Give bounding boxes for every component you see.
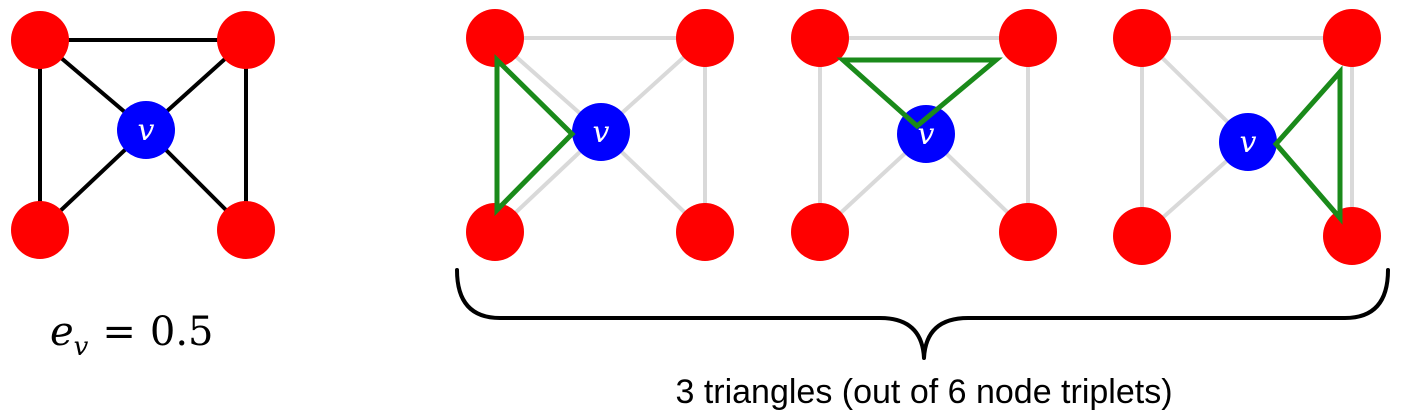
node-bottom-left (466, 203, 524, 261)
caption: 3 triangles (out of 6 node triplets) (675, 373, 1172, 411)
curly-brace (455, 268, 1390, 360)
node-top-right (1323, 9, 1381, 67)
node-bottom-right (217, 201, 275, 259)
node-bottom-right (676, 203, 734, 261)
formula-base: e (50, 309, 74, 355)
triangle-panel-3: v (1113, 9, 1381, 265)
node-bottom-left (11, 201, 69, 259)
center-node-label: v (138, 113, 155, 148)
node-top-right (217, 11, 275, 69)
center-node (1219, 113, 1277, 171)
main-graph: v (11, 11, 275, 259)
node-top-right (999, 9, 1057, 67)
node-bottom-right (1323, 207, 1381, 265)
formula: ev = 0.5 (50, 309, 214, 362)
triangle-panel-1: v (466, 9, 734, 261)
node-bottom-left (1113, 207, 1171, 265)
formula-equals: = (102, 309, 136, 355)
node-bottom-left (791, 203, 849, 261)
highlighted-triangle (1272, 65, 1343, 225)
center-node-label: v (593, 115, 610, 150)
node-top-right (676, 9, 734, 67)
center-node (572, 103, 630, 161)
center-node-label: v (918, 117, 935, 152)
triangle-panel-2: v (791, 9, 1057, 261)
node-top-left (1113, 9, 1171, 67)
center-node-label: v (1240, 125, 1257, 160)
highlighted-triangle (494, 54, 576, 217)
node-top-left (791, 9, 849, 67)
node-top-left (11, 11, 69, 69)
highlighted-triangle (836, 57, 1003, 130)
main-nodes (11, 11, 275, 259)
formula-value: 0.5 (150, 309, 214, 355)
node-top-left (466, 9, 524, 67)
formula-subscript: v (74, 332, 89, 362)
node-bottom-right (999, 203, 1057, 261)
center-node (117, 101, 175, 159)
